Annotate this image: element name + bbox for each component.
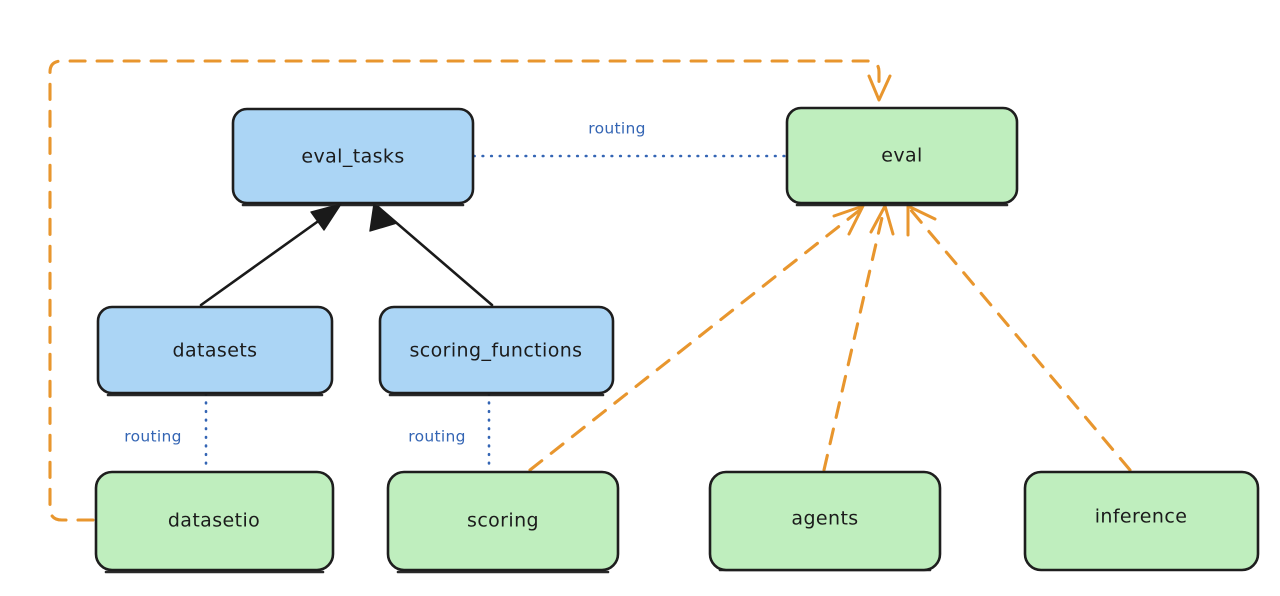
edge-datasetio-eval-arrowhead xyxy=(867,74,892,102)
node-agents-label: agents xyxy=(791,508,858,530)
edge-inference-eval xyxy=(906,204,1132,472)
node-datasets-label: datasets xyxy=(173,340,258,362)
node-scoring_functions[interactable]: scoring_functions xyxy=(378,305,615,397)
node-agents-box[interactable] xyxy=(708,470,942,572)
node-eval-box[interactable] xyxy=(785,106,1019,205)
node-datasetio-label: datasetio xyxy=(168,510,260,532)
edge-label-routing-eval: routing xyxy=(588,120,646,138)
node-datasets-box[interactable] xyxy=(96,305,334,395)
node-scoring_functions-label: scoring_functions xyxy=(410,340,583,362)
node-eval_tasks[interactable]: eval_tasks xyxy=(231,107,475,207)
node-datasets[interactable]: datasets xyxy=(96,305,334,397)
edge-datasetio-eval-path xyxy=(48,59,881,522)
node-agents[interactable]: agents xyxy=(708,470,942,572)
node-eval_tasks-label: eval_tasks xyxy=(301,146,404,168)
edge-scoringfn-eval_tasks-arrowhead xyxy=(369,203,398,232)
node-scoring_functions-box[interactable] xyxy=(378,305,615,395)
edge-datasets-eval_tasks xyxy=(199,203,342,307)
node-datasetio[interactable]: datasetio xyxy=(94,470,335,574)
edge-label-routing-datasets: routing xyxy=(124,428,182,446)
node-inference[interactable]: inference xyxy=(1023,470,1260,572)
edge-agents-eval-path xyxy=(822,207,886,472)
node-scoring-box[interactable] xyxy=(386,470,620,572)
node-eval_tasks-box[interactable] xyxy=(231,107,475,205)
edge-scoring-eval-path xyxy=(528,207,863,472)
edge-datasets-eval_tasks-arrowhead xyxy=(310,203,342,231)
node-scoring[interactable]: scoring xyxy=(386,470,620,574)
node-eval[interactable]: eval xyxy=(785,106,1019,207)
edge-agents-eval xyxy=(822,204,895,472)
node-inference-box[interactable] xyxy=(1023,470,1260,572)
node-datasetio-box[interactable] xyxy=(94,470,335,572)
node-scoring-label: scoring xyxy=(467,510,539,532)
edge-scoringfn-eval_tasks xyxy=(369,203,494,307)
edge-label-routing-scoring: routing xyxy=(408,428,466,446)
edge-datasetio-eval xyxy=(48,59,892,522)
edge-inference-eval-path xyxy=(908,207,1132,472)
node-eval-label: eval xyxy=(881,145,922,167)
node-inference-label: inference xyxy=(1095,506,1188,528)
edge-datasets-eval_tasks-path xyxy=(199,205,340,307)
